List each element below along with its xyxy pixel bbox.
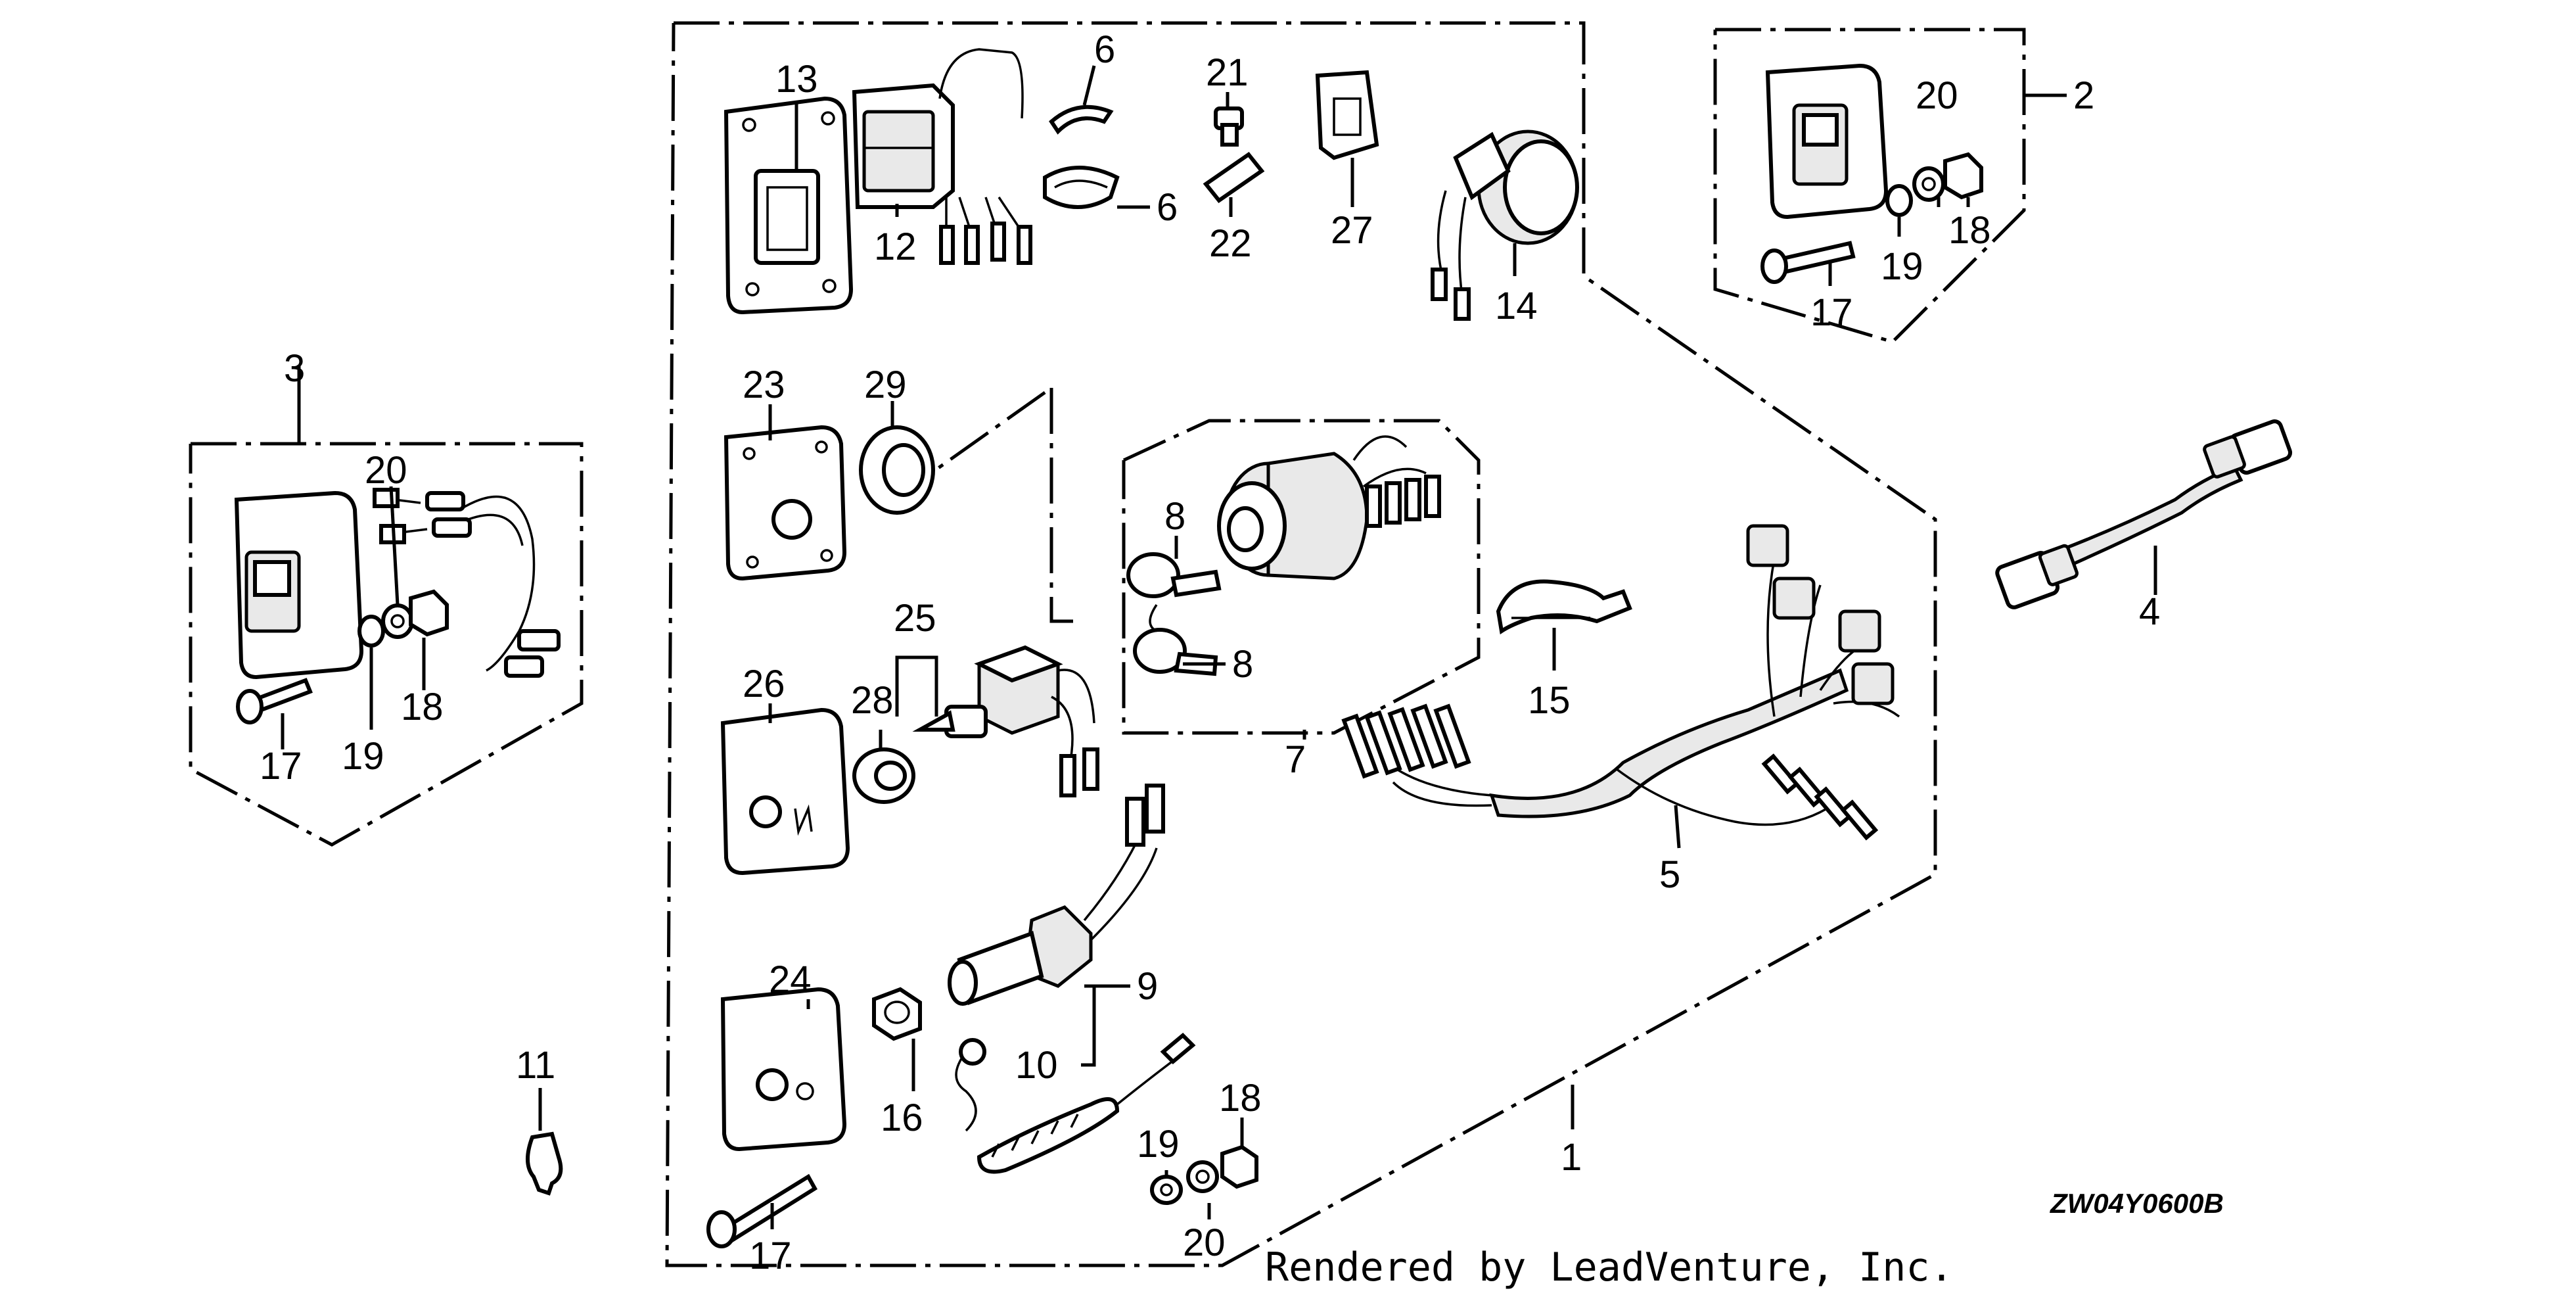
nut-18c	[1220, 1144, 1258, 1189]
kit-7-outline	[1122, 419, 1481, 735]
screw-17a	[1760, 241, 1856, 284]
callout-5: 5	[1659, 853, 1680, 896]
callout-24: 24	[769, 958, 812, 1001]
washer-19c	[1150, 1175, 1183, 1205]
callout-26: 26	[743, 663, 785, 705]
callout-3: 3	[284, 347, 305, 390]
wire-lead-3	[373, 488, 561, 678]
washer-20c	[1186, 1160, 1219, 1193]
callout-19c: 19	[1137, 1123, 1180, 1166]
washer-19a	[1885, 184, 1913, 217]
panel-plate-24	[720, 987, 847, 1152]
callout-6a: 6	[1094, 28, 1115, 71]
callout-14: 14	[1495, 285, 1538, 327]
nut-16	[872, 987, 922, 1041]
callout-27: 27	[1331, 209, 1373, 252]
main-kit-outline	[665, 21, 1937, 1267]
render-credit: Rendered by LeadVenture, Inc.	[1265, 1244, 1954, 1290]
callouts: 13 12 6 6 21 22 27 14 2 20 18 19 17 3 20…	[260, 28, 2160, 1277]
callout-18a: 18	[1948, 209, 1991, 252]
key-8a	[1126, 552, 1222, 598]
diagram-code: ZW04Y0600B	[2050, 1188, 2224, 1219]
callout-8a: 8	[1164, 495, 1185, 538]
callout-8b: 8	[1232, 643, 1253, 686]
screw-21	[1214, 106, 1244, 147]
callout-20c: 20	[1183, 1221, 1226, 1264]
buzzer-14	[1431, 130, 1579, 321]
clip-6a	[1049, 105, 1114, 135]
nut-18b	[409, 589, 449, 637]
callout-17b: 17	[260, 745, 302, 788]
callout-6b: 6	[1157, 186, 1178, 229]
kit-2-outline	[1713, 28, 2026, 344]
callout-18c: 18	[1219, 1077, 1262, 1120]
callout-28: 28	[851, 679, 894, 722]
callout-20b: 20	[365, 449, 407, 492]
callout-12: 12	[874, 225, 917, 268]
kit-3-outline	[189, 442, 584, 847]
callout-16: 16	[881, 1097, 923, 1139]
callout-18b: 18	[401, 686, 444, 728]
callout-15: 15	[1528, 679, 1571, 722]
clip-6b	[1043, 166, 1120, 209]
washer-20a	[1912, 166, 1945, 202]
switch-plate-2	[1765, 63, 1889, 220]
callout-4: 4	[2139, 590, 2160, 633]
callout-1: 1	[1561, 1136, 1582, 1179]
washer-20b	[381, 603, 414, 639]
spacer-22	[1203, 151, 1265, 204]
leader-lines	[281, 65, 2157, 1229]
switch-12	[852, 48, 1032, 265]
callout-22: 22	[1209, 222, 1252, 265]
callout-11: 11	[516, 1044, 555, 1087]
callout-19b: 19	[342, 735, 384, 778]
grommet-29	[859, 425, 935, 515]
callout-17a: 17	[1810, 291, 1853, 334]
lanyard-10	[955, 1032, 1196, 1174]
nut-18a	[1943, 152, 1983, 200]
screw-17c	[706, 1173, 818, 1248]
callout-23: 23	[743, 364, 785, 406]
callout-25: 25	[894, 597, 936, 640]
callout-13: 13	[775, 58, 818, 101]
callout-20a: 20	[1916, 74, 1958, 117]
panel-plate-26	[720, 707, 850, 876]
extension-harness-4	[1995, 419, 2293, 609]
callout-19a: 19	[1881, 245, 1923, 288]
callout-21: 21	[1206, 51, 1249, 94]
nut-28	[852, 747, 915, 804]
wire-harness-5	[1341, 524, 1900, 841]
callout-10: 10	[1015, 1044, 1058, 1087]
callout-17c: 17	[749, 1235, 792, 1277]
callout-2: 2	[2073, 74, 2094, 117]
callout-7: 7	[1285, 738, 1306, 781]
toggle-switch-25	[912, 645, 1099, 797]
callout-29: 29	[864, 364, 907, 406]
callout-9: 9	[1137, 965, 1158, 1008]
switch-plate-3	[234, 490, 364, 680]
panel-plate-13	[724, 96, 854, 315]
screw-17b	[236, 678, 313, 724]
clip-11	[525, 1131, 563, 1196]
ignition-switch-7	[1217, 435, 1441, 580]
stop-switch-9	[948, 784, 1165, 1006]
panel-plate-23	[724, 425, 847, 581]
clamp-15	[1496, 579, 1632, 635]
washer-19b	[357, 615, 385, 648]
holder-27	[1315, 70, 1379, 160]
